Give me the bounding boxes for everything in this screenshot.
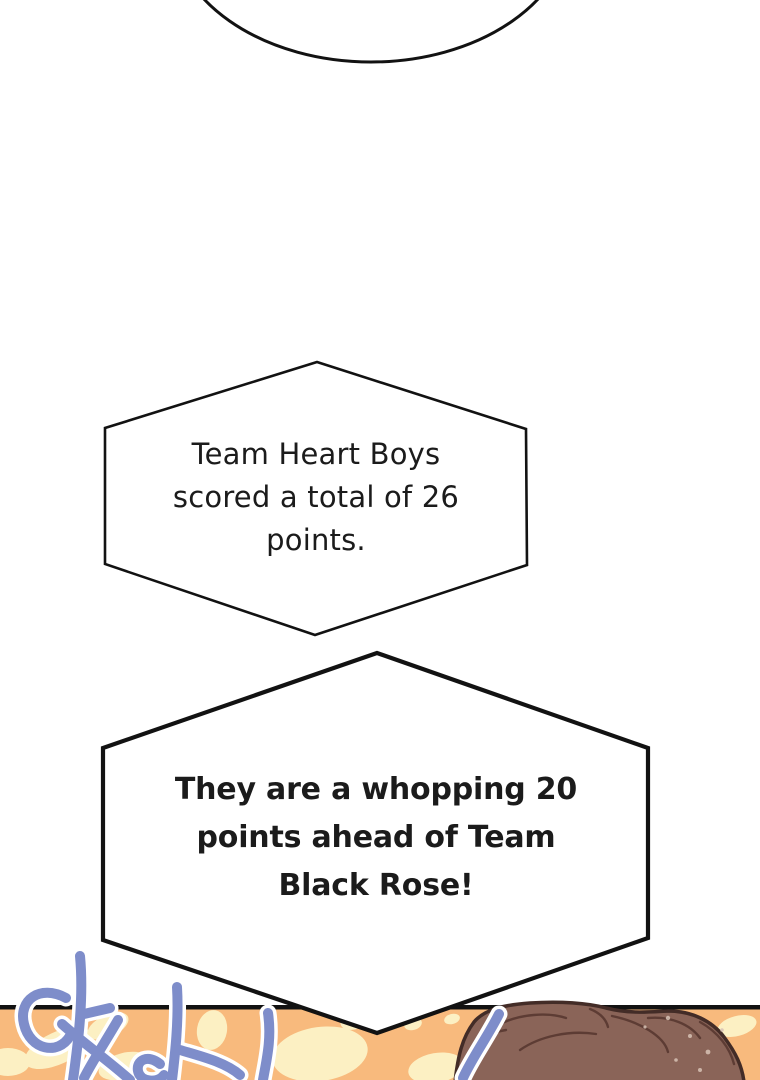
bubble2-line-1: They are a whopping 20 <box>174 772 578 807</box>
blob <box>717 1015 757 1037</box>
sfx-strokes <box>18 951 504 1080</box>
hair-strand <box>588 1007 610 1029</box>
speckle <box>698 1068 702 1072</box>
blob <box>24 1026 92 1070</box>
hair-strands <box>468 1007 736 1066</box>
sfx-stroke <box>57 1019 135 1080</box>
hair-strand <box>468 1028 508 1054</box>
blob <box>98 1051 150 1080</box>
blob <box>87 1012 129 1040</box>
background-blobs <box>0 1010 757 1080</box>
blob <box>340 1010 370 1030</box>
bubble1-line-1: Team Heart Boys <box>191 437 441 471</box>
hair-strand <box>518 1031 598 1052</box>
sfx-stroke <box>175 1045 245 1080</box>
hex-bubble-2-text: They are a whopping 20 points ahead of T… <box>100 766 652 910</box>
bubble1-line-3: points. <box>266 523 366 557</box>
hair-strand <box>698 1020 736 1066</box>
blob <box>0 1048 30 1076</box>
blob <box>559 1060 611 1080</box>
hair-strand <box>646 1016 702 1040</box>
sfx-stroke <box>258 1008 275 1080</box>
sfx-stroke <box>18 987 75 1053</box>
blob <box>196 1010 228 1050</box>
sfx-stroke <box>79 1015 123 1080</box>
speckle <box>665 1015 671 1021</box>
sfx-casing <box>14 947 508 1080</box>
panel-top-border <box>0 1005 760 1010</box>
speckle <box>674 1058 678 1062</box>
top-bubble-arc <box>202 0 540 64</box>
speckle <box>688 1034 692 1038</box>
hair-speckles <box>643 1015 724 1072</box>
bubble2-line-3: Black Rose! <box>278 868 474 903</box>
speckle <box>720 1028 724 1032</box>
bubble1-line-2: scored a total of 26 <box>172 480 460 514</box>
sfx-stroke <box>68 951 87 1080</box>
sfx-stroke <box>79 1003 115 1019</box>
hair-strand <box>610 1014 670 1054</box>
sfx-stroke <box>167 982 183 1080</box>
speckle <box>643 1025 647 1029</box>
blob <box>272 1026 368 1080</box>
blob <box>444 1013 460 1025</box>
blob <box>408 1052 464 1080</box>
sfx-stroke <box>132 1053 169 1080</box>
hair-strand <box>498 1013 568 1026</box>
hair-shape <box>453 1000 746 1080</box>
panel-background <box>0 1009 760 1080</box>
hex-bubble-1-text: Team Heart Boys scored a total of 26 poi… <box>103 433 529 562</box>
character-hair <box>453 1000 746 1080</box>
bubble2-line-2: points ahead of Team <box>196 820 556 855</box>
sfx-stroke <box>458 1009 504 1080</box>
blob <box>404 1017 422 1031</box>
speckle <box>705 1049 711 1055</box>
